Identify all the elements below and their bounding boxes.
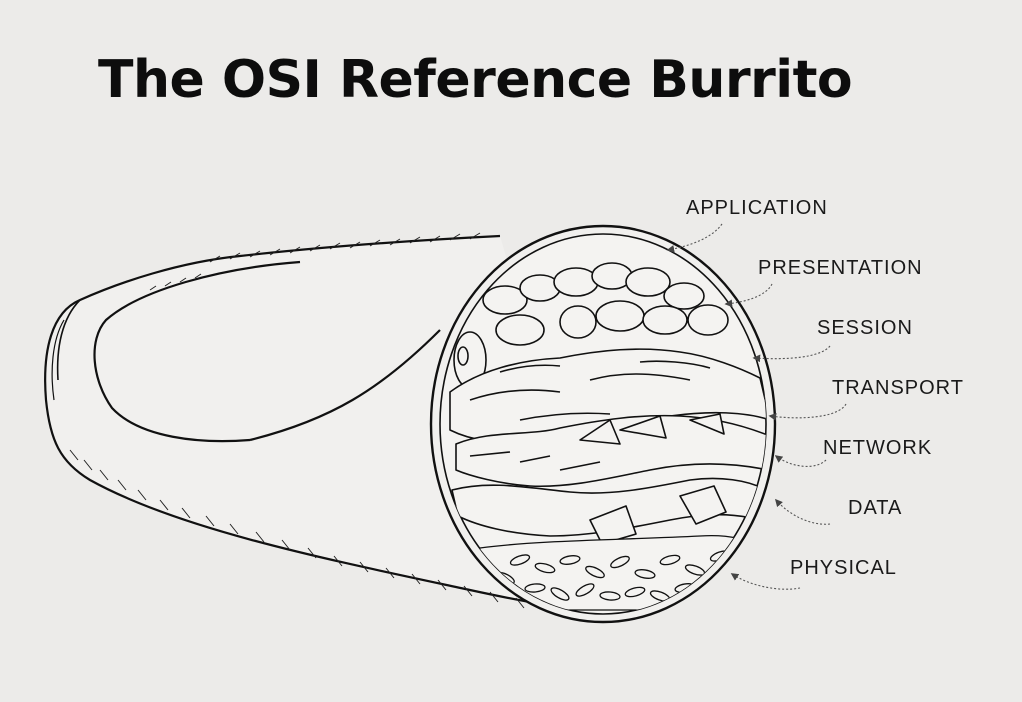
page-title: The OSI Reference Burrito [98, 50, 853, 110]
arrow-transport [768, 403, 847, 421]
lettuce-layer [455, 413, 766, 488]
layer-label-network: NETWORK [823, 437, 933, 459]
tortilla-hatching [69, 232, 551, 611]
layer-label-application: APPLICATION [686, 197, 828, 219]
layer-label-physical: PHYSICAL [790, 557, 897, 579]
arrow-session [752, 345, 831, 363]
layer-label-data: DATA [848, 497, 903, 519]
meat-layer [449, 348, 766, 444]
layer-label-presentation: PRESENTATION [758, 257, 923, 279]
arrow-application [666, 223, 723, 253]
arrow-data [774, 498, 831, 525]
filling-layers [449, 262, 766, 611]
beans-layer [453, 262, 729, 389]
arrow-network [774, 455, 827, 467]
layer-label-session: SESSION [817, 317, 913, 339]
arrow-physical [730, 573, 801, 590]
leader-arrows [666, 223, 847, 590]
layer-label-transport: TRANSPORT [832, 377, 964, 399]
